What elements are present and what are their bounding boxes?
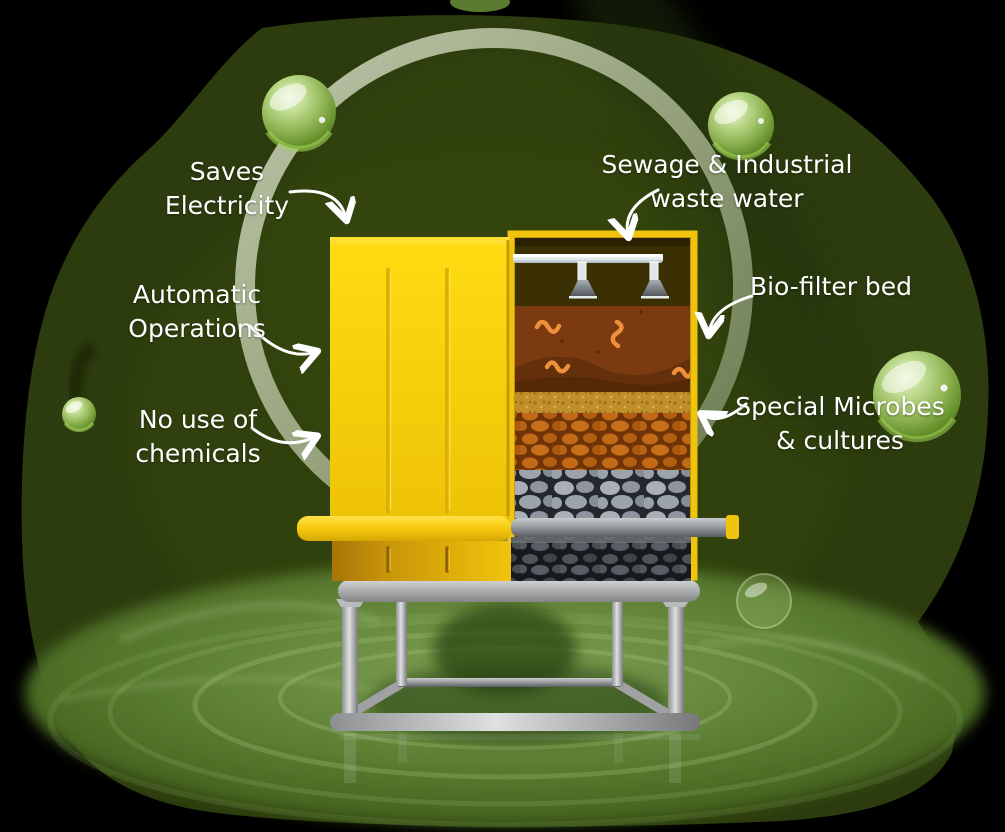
machine-stand bbox=[330, 580, 700, 731]
label-line: Automatic bbox=[132, 280, 262, 309]
label-bio-filter-bed: Bio-filter bed bbox=[750, 270, 912, 304]
arrow-automatic-operations bbox=[248, 324, 315, 354]
stand-leg-inner-left bbox=[396, 600, 407, 686]
sprinkler-nozzle-right bbox=[641, 280, 669, 298]
label-line: Operations bbox=[128, 314, 266, 343]
bubble-right bbox=[873, 351, 961, 443]
bubble-top-left bbox=[262, 75, 336, 152]
gray-drain-pipe bbox=[511, 518, 732, 537]
biofilter-mounds-near bbox=[515, 376, 690, 392]
label-line: & cultures bbox=[776, 426, 904, 455]
bubble-on-water bbox=[736, 573, 792, 629]
stand-mid-rail bbox=[396, 678, 623, 687]
top-edge-bubble-sliver bbox=[450, 0, 510, 12]
arrow-saves-electricity bbox=[288, 189, 346, 218]
sprinkler-nozzle-left bbox=[569, 280, 597, 298]
label-sewage-waste-water: Sewage & Industrial waste water bbox=[602, 148, 853, 216]
arrow-no-chemicals bbox=[250, 426, 315, 443]
lower-yellow-section bbox=[332, 541, 510, 581]
microbe-worm bbox=[610, 319, 624, 349]
lower-cobble-section bbox=[511, 537, 691, 581]
label-no-chemicals: No use of chemicals bbox=[135, 403, 260, 471]
label-line: Sewage & Industrial bbox=[601, 150, 853, 179]
sprinkler-drop-right bbox=[649, 261, 659, 282]
stand-diagonal-right bbox=[613, 679, 675, 720]
panel-grooves bbox=[386, 268, 451, 514]
stand-leg-outer-left bbox=[342, 600, 358, 718]
sprinkler-assembly bbox=[513, 254, 669, 299]
yellow-flange-bar bbox=[297, 516, 511, 541]
label-line: waste water bbox=[650, 184, 804, 213]
label-special-microbes: Special Microbes & cultures bbox=[735, 390, 945, 458]
bubble-left-small bbox=[62, 341, 98, 433]
microbe-worm bbox=[534, 319, 562, 334]
label-saves-electricity: Saves Electricity bbox=[165, 155, 289, 223]
stand-leg-outer-right bbox=[668, 600, 684, 718]
treatment-machine bbox=[297, 230, 739, 581]
label-line: No use of bbox=[138, 405, 258, 434]
water-pool bbox=[25, 561, 985, 828]
label-automatic-operations: Automatic Operations bbox=[128, 278, 265, 346]
layer-sand bbox=[515, 392, 690, 413]
label-line: Bio-filter bed bbox=[749, 272, 913, 301]
stand-bottom-rail bbox=[330, 713, 700, 731]
label-line: chemicals bbox=[135, 439, 261, 468]
annotation-arrows bbox=[248, 188, 754, 443]
stand-leg-inner-right bbox=[612, 600, 623, 686]
under-tank-shadow bbox=[433, 604, 577, 696]
layer-gravel-gray bbox=[515, 470, 690, 518]
arrow-special-microbes bbox=[703, 402, 748, 419]
water-reflections bbox=[340, 733, 700, 783]
layer-microbe-cobble bbox=[515, 413, 690, 470]
sprinkler-drop-left bbox=[577, 261, 587, 282]
arrow-bio-filter-bed bbox=[709, 294, 754, 333]
microbe-worms bbox=[534, 319, 690, 379]
microbe-worm bbox=[671, 366, 690, 379]
label-line: Saves bbox=[189, 157, 265, 186]
yellow-tank-panel bbox=[330, 237, 510, 518]
label-line: Special Microbes bbox=[735, 392, 945, 421]
microbe-worm bbox=[544, 360, 571, 374]
pipe-end-cap bbox=[726, 515, 739, 539]
stand-platform bbox=[338, 580, 700, 602]
label-line: Electricity bbox=[164, 191, 290, 220]
bubble-top-right bbox=[708, 92, 774, 161]
arrow-sewage-waste-water bbox=[627, 188, 660, 235]
